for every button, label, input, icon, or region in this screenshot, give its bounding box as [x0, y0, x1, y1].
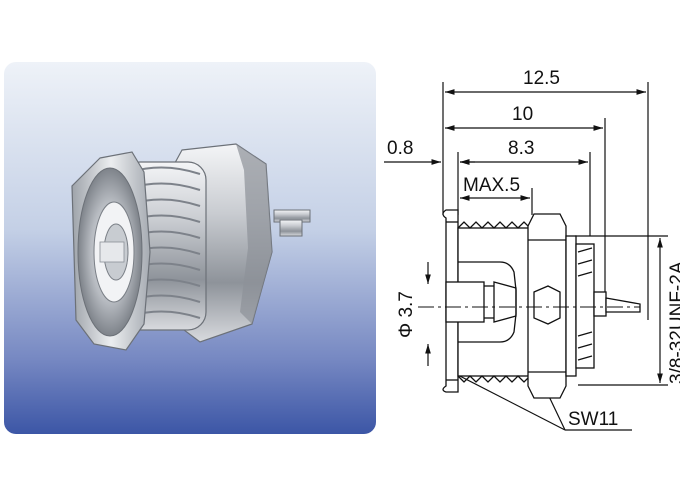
dim-label-0-8: 0.8 — [387, 138, 413, 159]
leader-sw11-a — [451, 371, 566, 431]
technical-drawing: 12.5 10 8.3 0.8 MAX.5 Φ 3.7 3/8-32UNF-2A… — [384, 68, 680, 431]
dim-label-12-5: 12.5 — [523, 68, 560, 89]
dim-label-10: 10 — [512, 104, 533, 125]
dimension-lines — [384, 89, 663, 431]
extension-lines — [442, 82, 668, 386]
dim-label-thread: 3/8-32UNF-2A — [667, 261, 680, 384]
pin-tail — [273, 209, 311, 237]
dim-label-diameter: Φ 3.7 — [396, 291, 417, 338]
connector-render — [71, 143, 311, 351]
dimension-labels: 12.5 10 8.3 0.8 MAX.5 Φ 3.7 3/8-32UNF-2A… — [387, 68, 680, 430]
front-flange — [71, 151, 151, 351]
product-photo-panel — [4, 62, 376, 434]
dim-label-max5: MAX.5 — [463, 175, 520, 196]
dim-label-8-3: 8.3 — [508, 138, 534, 159]
connector-section — [418, 209, 641, 399]
dim-label-sw11: SW11 — [568, 409, 618, 430]
